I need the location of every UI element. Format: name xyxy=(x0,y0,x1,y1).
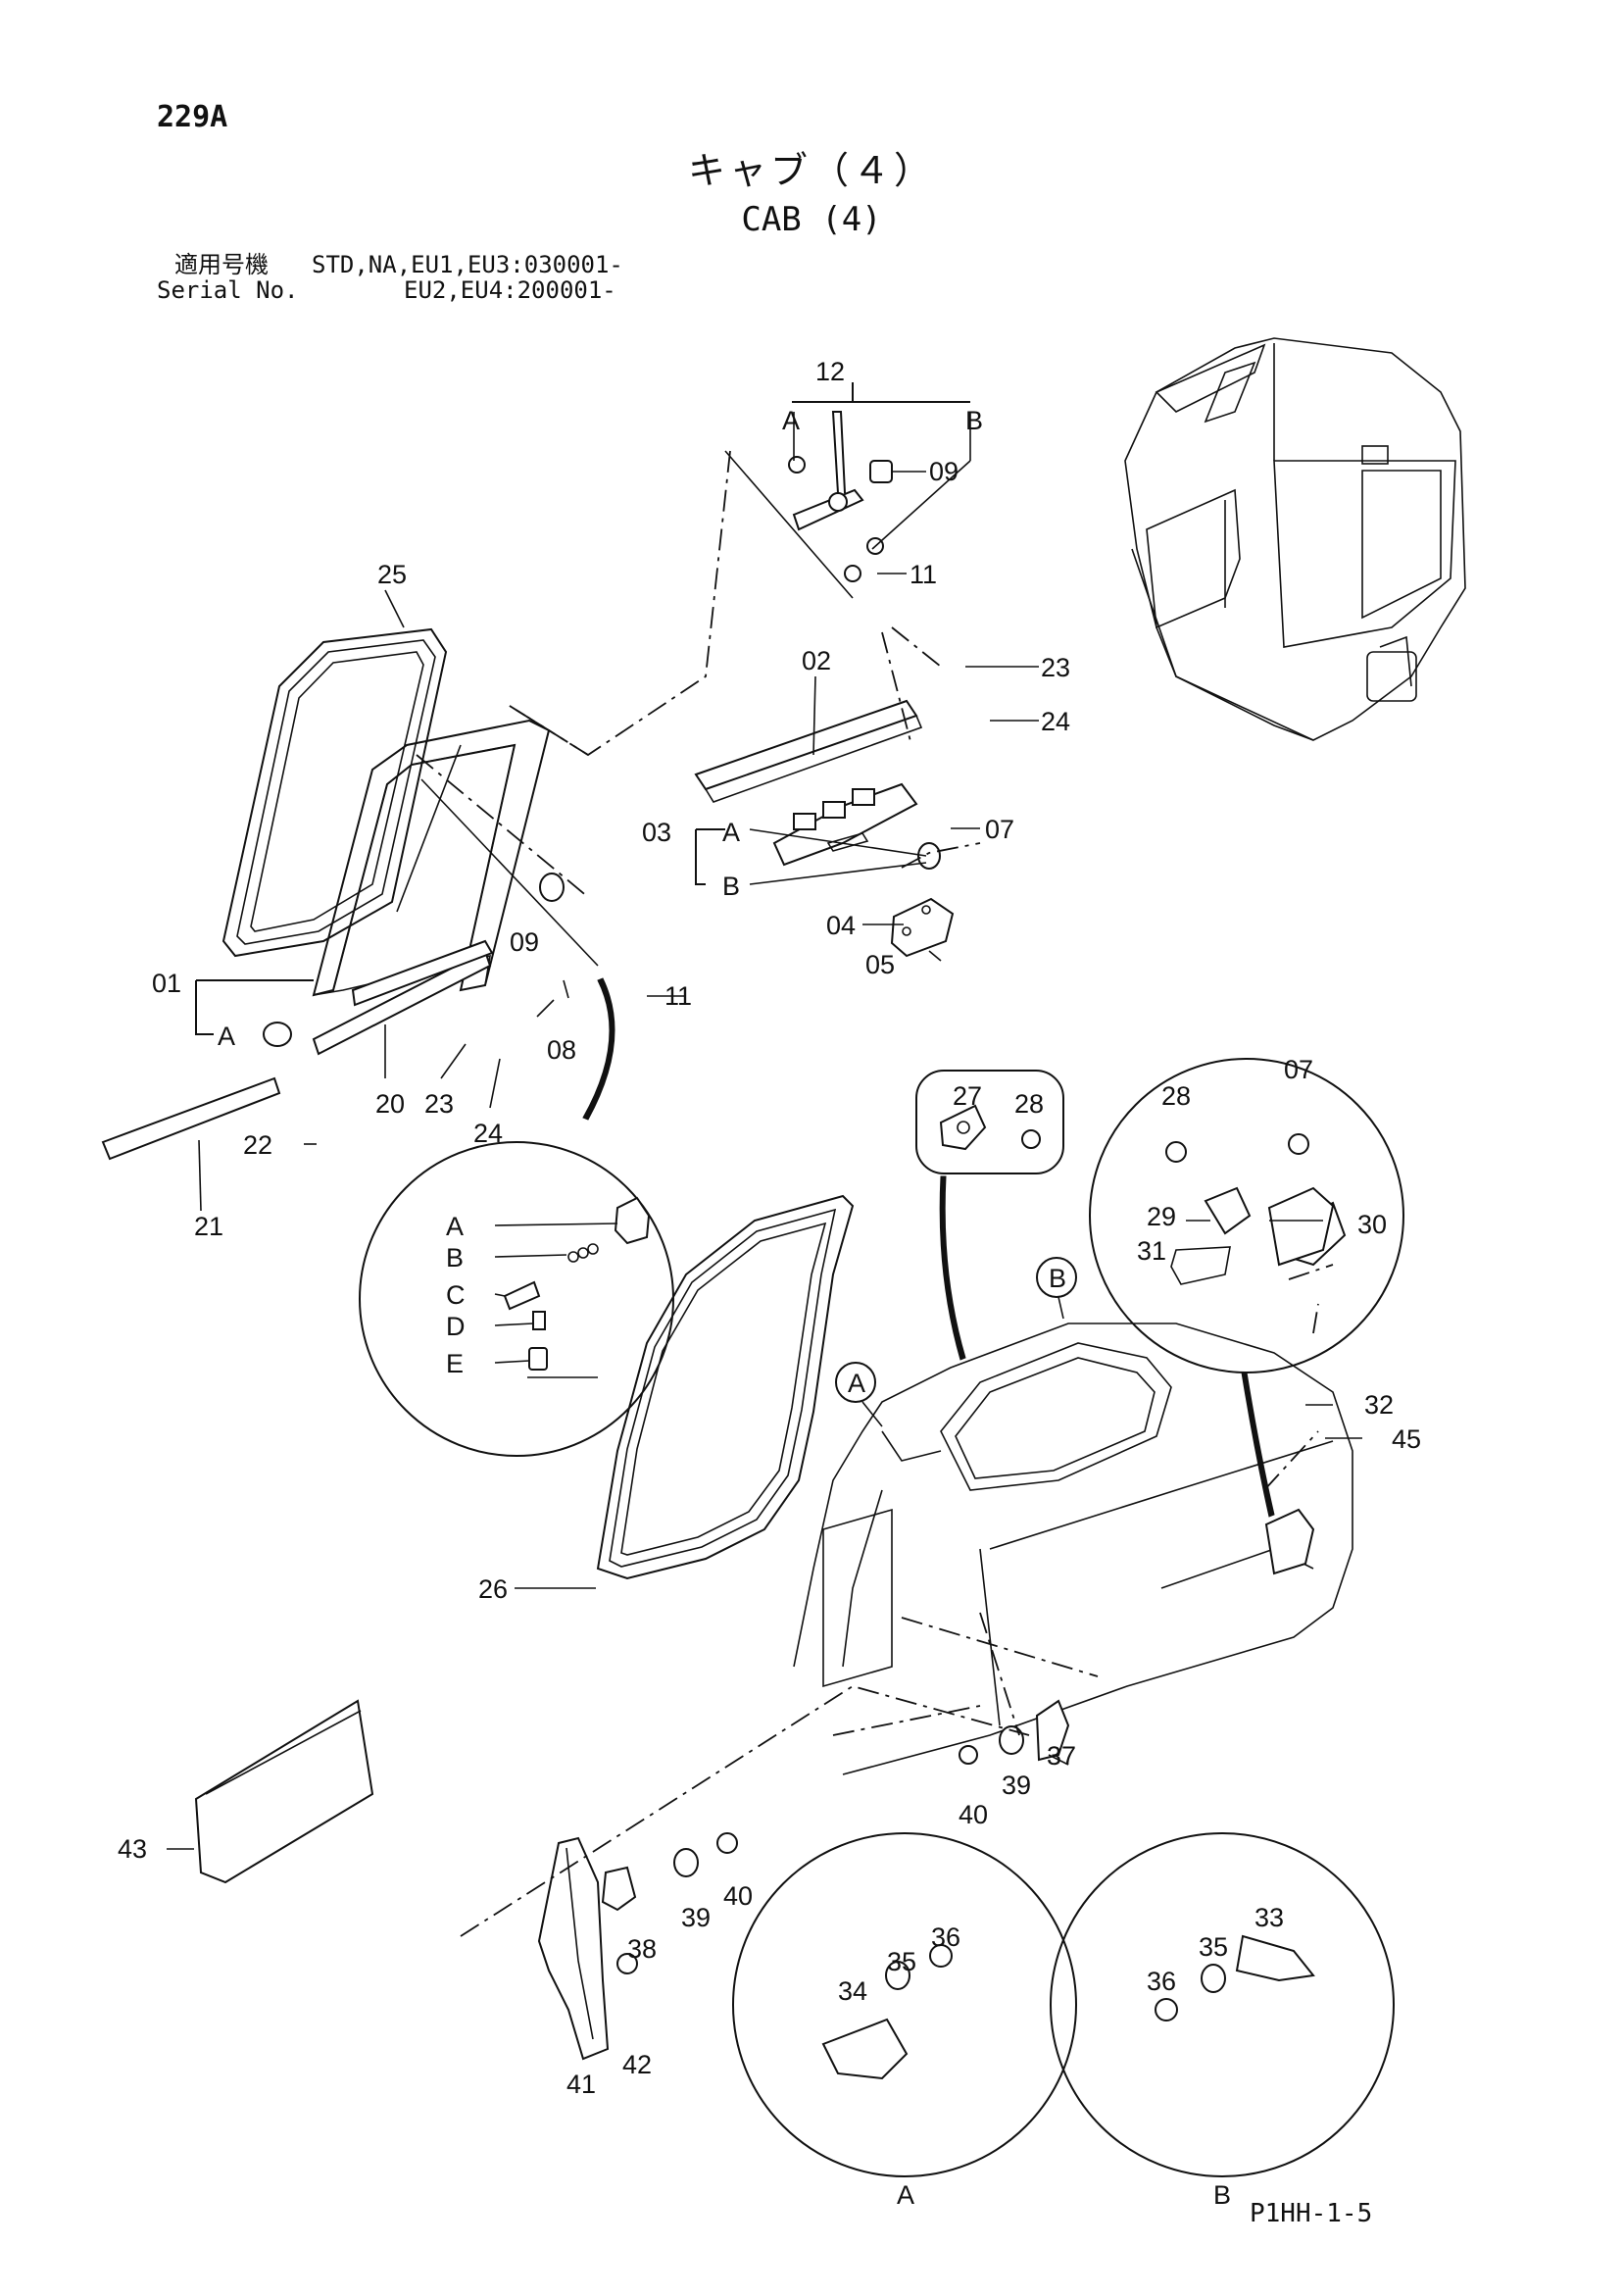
callout-a-03: A xyxy=(722,818,740,847)
callout-26: 26 xyxy=(478,1574,508,1604)
detail-circle-b xyxy=(1050,1832,1395,2177)
stopper-37 xyxy=(959,1699,1070,1765)
callout-a-12: A xyxy=(782,406,800,435)
serial-line-1: STD,NA,EU1,EU3:030001- xyxy=(312,251,623,278)
title-japanese: キャブ（４） xyxy=(687,149,935,192)
applicable-label: 適用号機 xyxy=(174,251,269,278)
detail-label-d: D xyxy=(446,1312,466,1341)
callout-04: 04 xyxy=(826,911,856,940)
circle-label-b: B xyxy=(1213,2180,1231,2210)
window-glass-seal-25 xyxy=(221,627,448,958)
callout-20: 20 xyxy=(375,1089,405,1119)
serial-line-2: EU2,EU4:200001- xyxy=(404,276,616,304)
page-number: 229A xyxy=(157,100,228,134)
detail-circle-clamp xyxy=(1089,1058,1404,1373)
detail-label-e: E xyxy=(446,1349,464,1378)
callout-38: 38 xyxy=(627,1934,657,1964)
callout-37: 37 xyxy=(1047,1741,1076,1771)
callout-41: 41 xyxy=(566,2070,596,2099)
detail-label-c: C xyxy=(446,1280,466,1310)
callout-30: 30 xyxy=(1357,1210,1387,1239)
callout-09-mid: 09 xyxy=(510,927,539,957)
callout-01: 01 xyxy=(152,969,181,998)
callout-32: 32 xyxy=(1364,1390,1394,1420)
cab-overview xyxy=(1124,337,1466,741)
callout-23-top: 23 xyxy=(1041,653,1070,682)
upper-rail-02 xyxy=(694,699,923,803)
rail-20 xyxy=(263,939,494,1056)
callout-42: 42 xyxy=(622,2050,652,2079)
callout-21: 21 xyxy=(194,1212,223,1241)
callout-07-top: 07 xyxy=(985,815,1014,844)
callout-a-01: A xyxy=(218,1022,235,1051)
callout-43: 43 xyxy=(118,1834,147,1864)
rail-21 xyxy=(101,1076,281,1161)
callout-40-right: 40 xyxy=(959,1800,988,1829)
callout-24-top: 24 xyxy=(1041,707,1070,736)
callout-12: 12 xyxy=(815,357,845,386)
callout-b-12: B xyxy=(965,406,983,435)
callout-25: 25 xyxy=(377,560,407,589)
callout-b-03: B xyxy=(722,872,740,901)
roller-assembly-03 xyxy=(772,782,941,870)
callout-39-right: 39 xyxy=(1002,1771,1031,1800)
callout-40-left: 40 xyxy=(723,1881,753,1911)
callout-22: 22 xyxy=(243,1130,272,1160)
block-04 xyxy=(890,897,955,958)
callout-45: 45 xyxy=(1392,1424,1421,1454)
panel-43 xyxy=(194,1699,374,1884)
callout-labels: 12 A B 09 11 25 02 23 24 07 03 A B 04 05… xyxy=(118,357,1421,2210)
marker-a: A xyxy=(848,1369,865,1398)
callout-28-left: 28 xyxy=(1014,1089,1044,1119)
callout-35-b: 35 xyxy=(1199,1932,1228,1962)
callout-02: 02 xyxy=(802,646,831,675)
lower-hinge-41 xyxy=(537,1832,738,2061)
detail-label-b: B xyxy=(446,1243,464,1273)
callout-11-top: 11 xyxy=(910,560,937,589)
drawing-code: P1HH-1-5 xyxy=(1250,2199,1373,2228)
callout-29: 29 xyxy=(1147,1202,1176,1231)
title-english: CAB (4) xyxy=(741,200,882,239)
callout-07-right: 07 xyxy=(1284,1055,1313,1084)
callout-33: 33 xyxy=(1254,1903,1284,1932)
detail-circle-27 xyxy=(915,1070,1064,1174)
callout-36-a: 36 xyxy=(931,1922,960,1952)
callout-11-mid: 11 xyxy=(664,981,692,1011)
callout-09-top: 09 xyxy=(929,457,959,486)
door-seal-26 xyxy=(596,1194,855,1580)
connector-lines xyxy=(195,382,1334,1937)
marker-b: B xyxy=(1049,1264,1066,1293)
callout-31: 31 xyxy=(1137,1236,1166,1266)
callout-39-left: 39 xyxy=(681,1903,711,1932)
serial-label: Serial No. xyxy=(157,276,299,304)
leader-lines xyxy=(167,471,1362,1850)
detail-circle-latch xyxy=(359,1141,674,1457)
callout-08: 08 xyxy=(547,1035,576,1065)
callout-34: 34 xyxy=(838,1976,867,2006)
callout-23-mid: 23 xyxy=(424,1089,454,1119)
circle-label-a: A xyxy=(897,2180,914,2210)
callout-27: 27 xyxy=(953,1081,982,1111)
callout-28-right: 28 xyxy=(1161,1081,1191,1111)
callout-35-a: 35 xyxy=(887,1947,916,1976)
callout-24-mid: 24 xyxy=(473,1119,503,1148)
bracket-12 xyxy=(788,411,893,582)
detail-label-a: A xyxy=(446,1212,464,1241)
detail-circle-a xyxy=(732,1832,1077,2177)
callout-03: 03 xyxy=(642,818,671,847)
callout-36-b: 36 xyxy=(1147,1967,1176,1996)
cab-body xyxy=(793,1323,1353,1775)
callout-05: 05 xyxy=(865,950,895,979)
